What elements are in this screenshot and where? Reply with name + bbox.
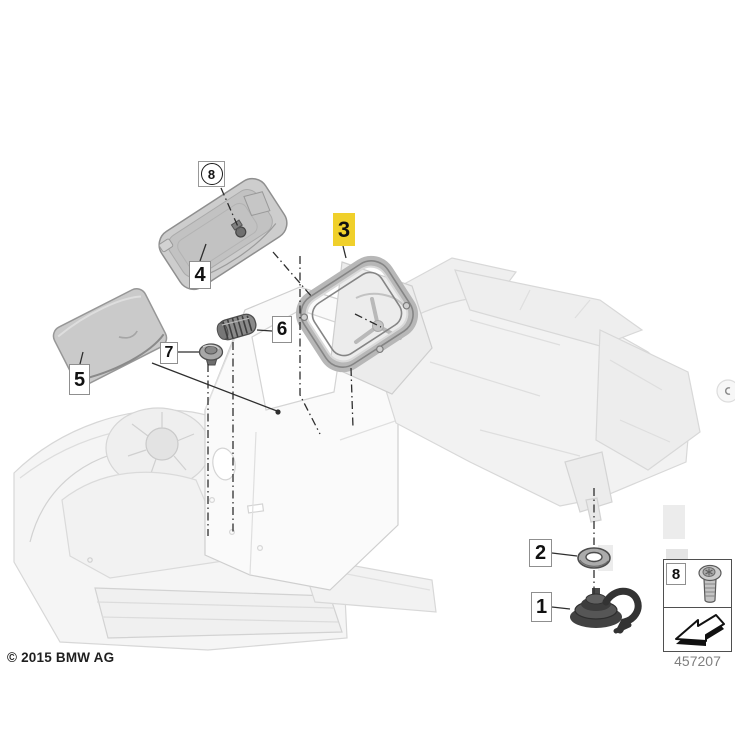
leader-lines (79, 187, 595, 610)
callout-8-legend-label: 8 (671, 565, 681, 583)
callout-6-label: 6 (276, 319, 288, 340)
legend-tab (666, 549, 688, 559)
direction-arrow-icon (674, 614, 725, 646)
callout-8-circle: 8 (200, 163, 223, 185)
callout-7[interactable]: 7 (160, 342, 178, 364)
torx-screw-icon (698, 564, 722, 603)
part-7-nut-drawing (198, 343, 224, 366)
part-1-grommet-drawing (570, 587, 642, 634)
legend-arrow-cell[interactable] (664, 608, 731, 652)
callout-1[interactable]: 1 (531, 592, 552, 622)
callout-1-label: 1 (535, 596, 548, 618)
callout-5-label: 5 (73, 368, 86, 391)
part-6-rivet-drawing (216, 313, 257, 341)
callout-8-top[interactable]: 8 (198, 161, 225, 187)
callout-8-label: 8 (207, 166, 216, 182)
part-3-gasket-drawing (295, 255, 419, 373)
legend-box: 8 (663, 559, 732, 652)
diagram-number: 457207 (674, 653, 721, 669)
callout-3-label: 3 (337, 216, 351, 242)
callout-8-legend[interactable]: 8 (666, 563, 686, 585)
callout-4[interactable]: 4 (189, 261, 211, 289)
copyright-text: © 2015 BMW AG (7, 650, 115, 665)
part-2-oring-drawing (577, 547, 611, 569)
callout-7-label: 7 (164, 344, 174, 361)
part-5-panel-drawing (52, 288, 168, 386)
hvac-unit-drawing (371, 257, 735, 571)
callout-5[interactable]: 5 (69, 364, 90, 395)
callout-3-selected[interactable]: 3 (333, 213, 355, 246)
callout-2-label: 2 (534, 542, 547, 564)
callout-4-label: 4 (194, 264, 206, 286)
callout-6[interactable]: 6 (272, 316, 292, 343)
legend-screw-cell: 8 (664, 560, 731, 608)
callout-2[interactable]: 2 (529, 539, 552, 567)
